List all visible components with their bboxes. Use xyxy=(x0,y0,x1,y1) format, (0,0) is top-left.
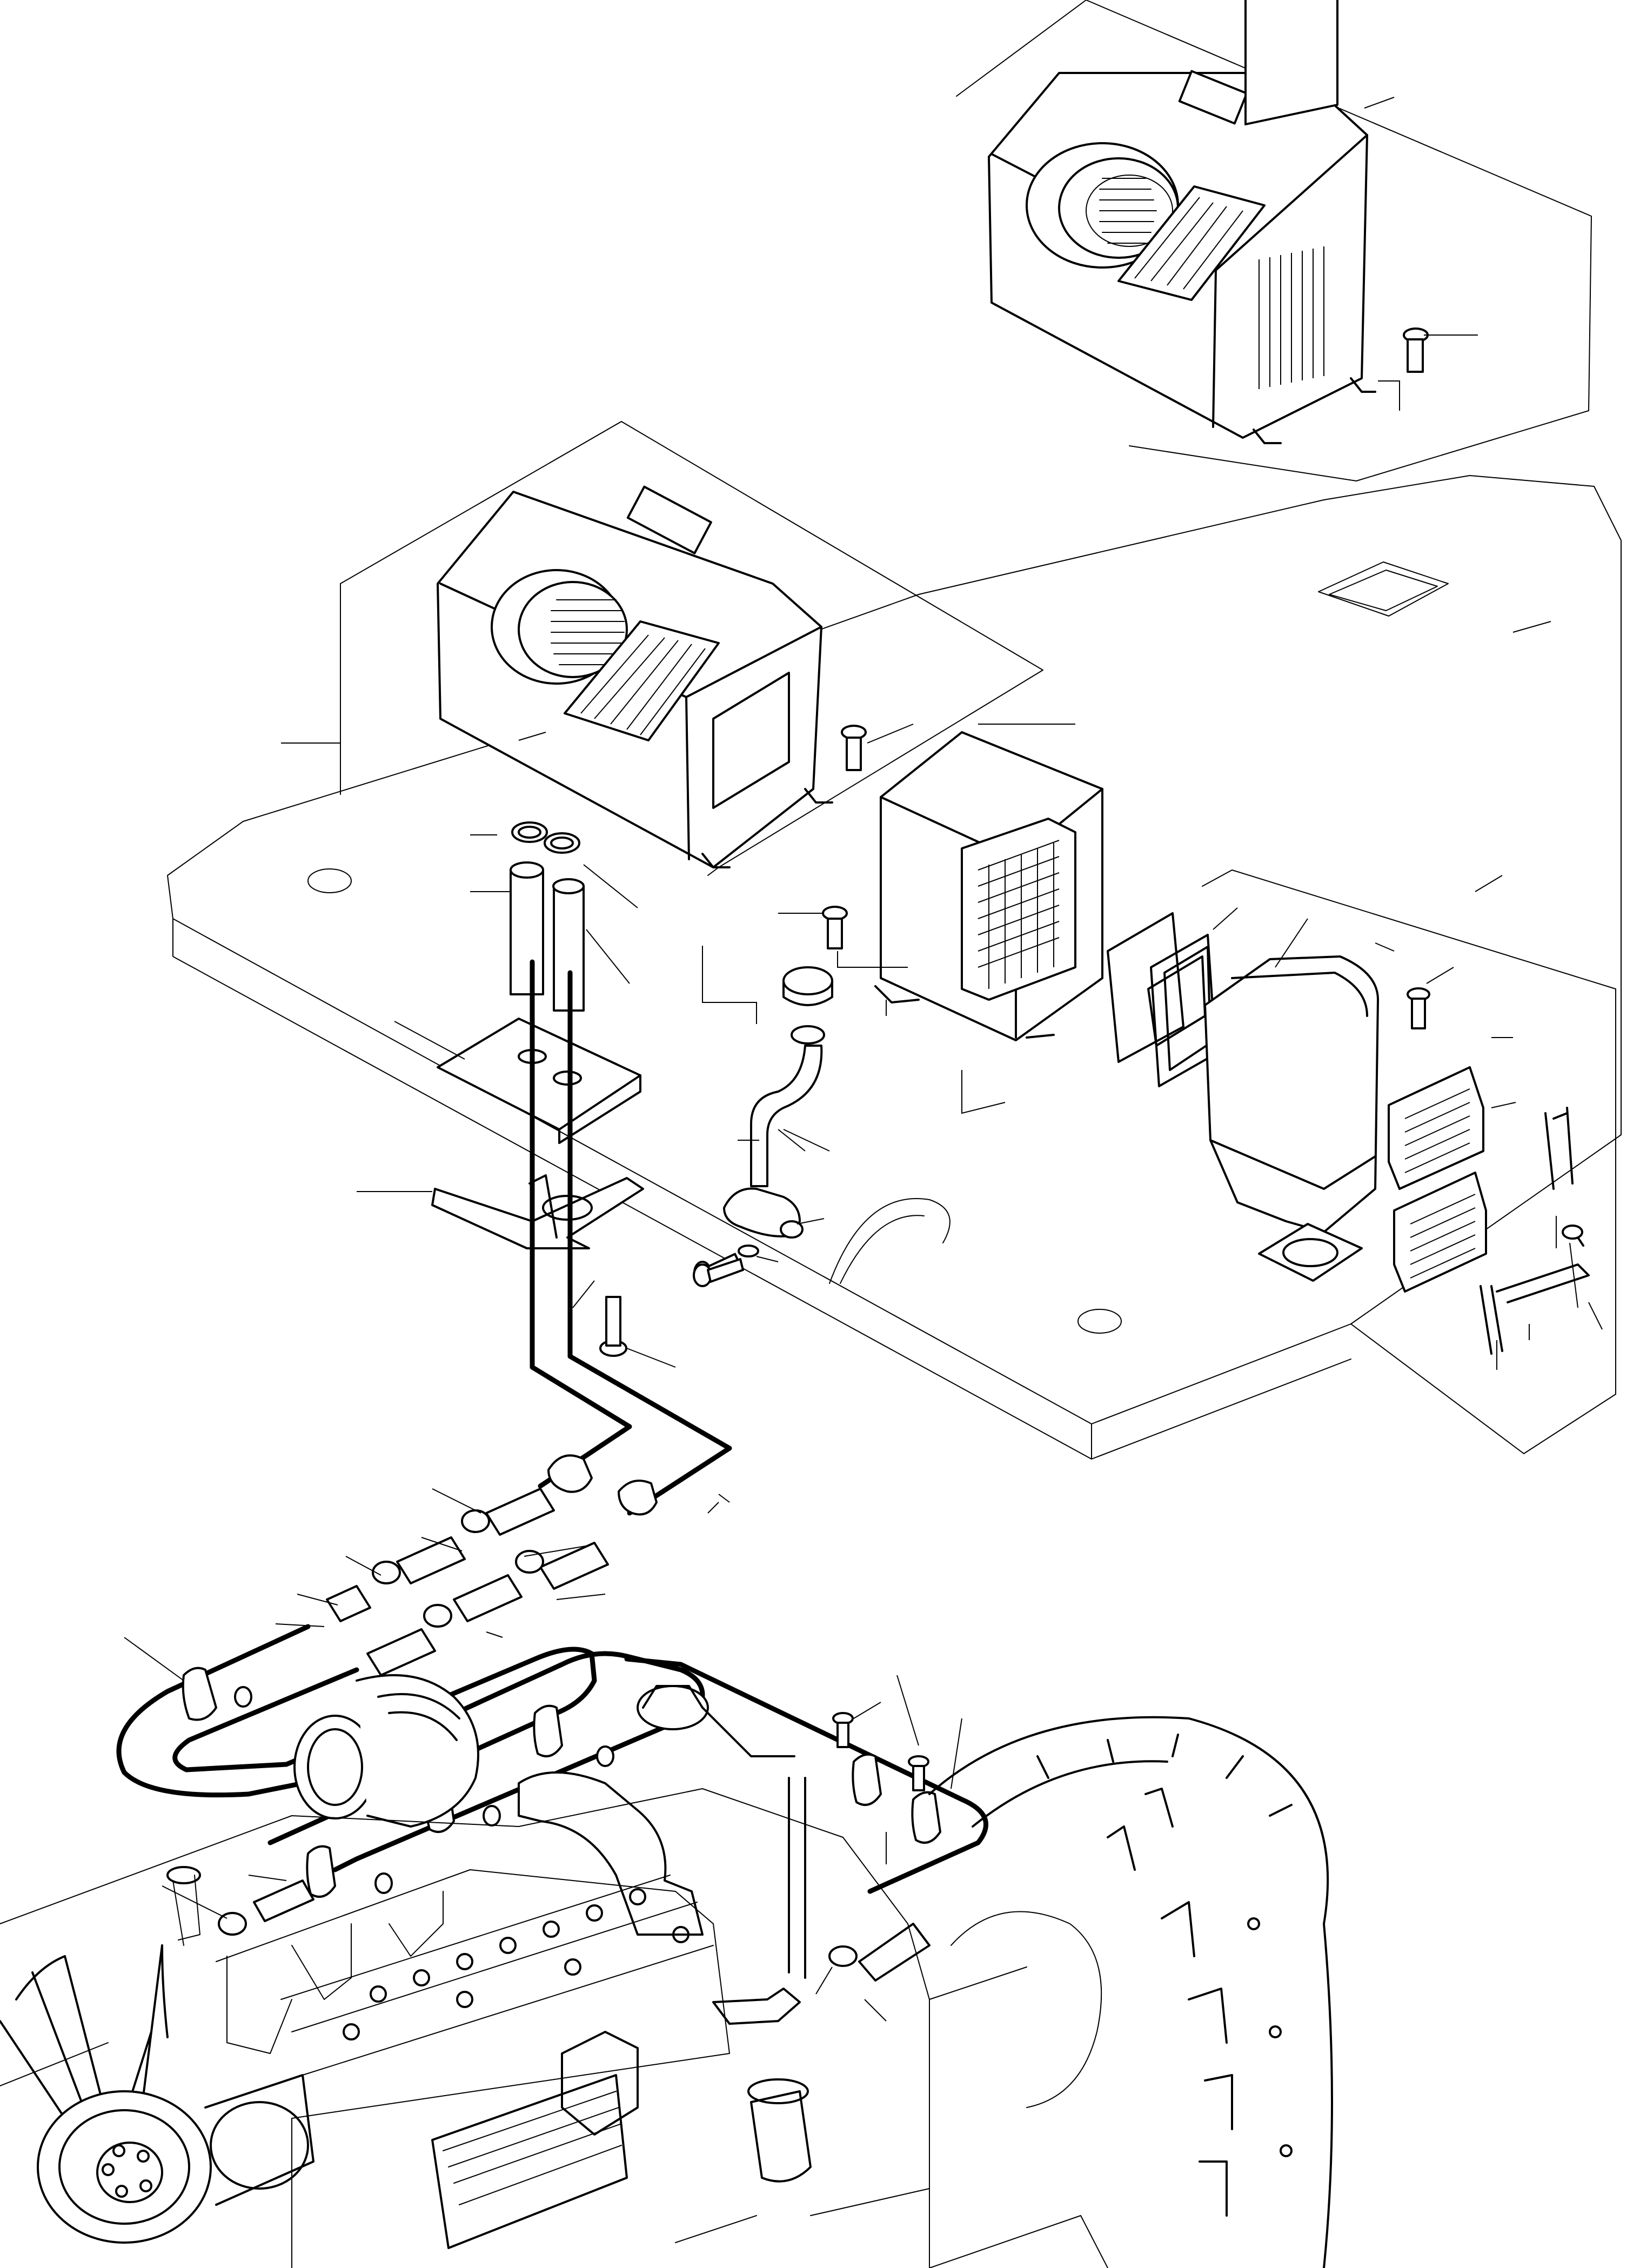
main-heater-unit xyxy=(281,421,1043,876)
engine xyxy=(0,1674,1333,2268)
connector-plate xyxy=(437,1018,641,1130)
lower-clamp-left xyxy=(218,1912,247,1936)
loop-bolts xyxy=(374,1712,929,1894)
main-slanted-filter xyxy=(564,620,720,741)
connector-pipe-left xyxy=(510,869,544,995)
hose-pipe-2 xyxy=(539,1542,609,1590)
main-unit-outline-panel xyxy=(340,421,1043,876)
duct-body xyxy=(1204,955,1379,1233)
hose-clamp-set-1 xyxy=(547,1454,658,1516)
center-bolt xyxy=(599,1296,627,1357)
floor-opening-rect xyxy=(1318,561,1449,617)
coolant-pipe xyxy=(788,1777,806,1979)
grommet xyxy=(782,966,833,995)
hose-pipe-1 xyxy=(485,1488,555,1536)
upper-slanted-filter xyxy=(1117,185,1266,301)
cooling-fan xyxy=(0,1944,169,2136)
heater-hose-routing xyxy=(116,1454,988,2025)
bent-pipe xyxy=(750,1045,823,1187)
air-duct-assembly xyxy=(1107,869,1616,1454)
floor-hole-right xyxy=(1077,1309,1122,1334)
intake-elbow xyxy=(518,1771,704,1936)
heater-valve-parts xyxy=(693,946,1006,1287)
duct-bracket xyxy=(1480,1107,1590,1355)
thermostat-housing xyxy=(637,1685,795,1757)
hose-loop-outer xyxy=(116,1624,705,1872)
fuel-injection-pump xyxy=(431,2031,639,2249)
filter-box-lower-bolt xyxy=(822,906,848,949)
crank-pulley xyxy=(37,2074,314,2244)
washer xyxy=(738,1245,759,1257)
duct-grille-lower xyxy=(1393,1172,1487,1293)
upper-heater-unit xyxy=(956,0,1592,481)
hose-pipe-5 xyxy=(326,1585,371,1622)
filter-box-bolt xyxy=(841,725,867,771)
lower-clamp-right xyxy=(828,1945,858,1967)
turbocharger xyxy=(293,1674,479,1828)
floor-gasket-plate xyxy=(1258,1223,1363,1282)
duct-grille-upper xyxy=(1388,1066,1484,1190)
main-unit-handle xyxy=(626,485,712,554)
fuel-filter xyxy=(747,2078,812,2183)
upper-mounting-bolt xyxy=(1403,327,1429,373)
main-unit-side-window xyxy=(712,672,790,809)
elbow-hose xyxy=(712,1988,801,2025)
top-hose-clamps xyxy=(511,821,580,854)
hose-pipe-6 xyxy=(366,1628,436,1676)
hose-pipe-3 xyxy=(396,1536,466,1584)
lower-pipe-left xyxy=(253,1879,314,1922)
flywheel-housing xyxy=(928,1716,1333,2268)
loop-clamps xyxy=(182,1667,941,1898)
duct-bolt xyxy=(1407,987,1430,1029)
wing-nut xyxy=(1562,1225,1583,1240)
hose-clamp-set-2 xyxy=(372,1509,544,1628)
floor-hole-left xyxy=(307,868,352,893)
duct-gasket-plate xyxy=(1107,912,1184,1063)
hose-pipe-4 xyxy=(453,1574,523,1622)
valve-bolt xyxy=(693,1258,744,1287)
filter-box xyxy=(778,724,1103,1041)
upper-heater-core xyxy=(1244,0,1338,126)
vertical-hose-pair xyxy=(530,959,732,1516)
u-bracket xyxy=(431,1177,644,1249)
filter-element xyxy=(961,818,1076,1001)
hose-connection-parts xyxy=(357,821,741,1516)
lower-pipe-right xyxy=(858,1923,931,1982)
engine-block-outline xyxy=(0,1788,930,2268)
hose-loop-inner xyxy=(172,1647,597,1845)
